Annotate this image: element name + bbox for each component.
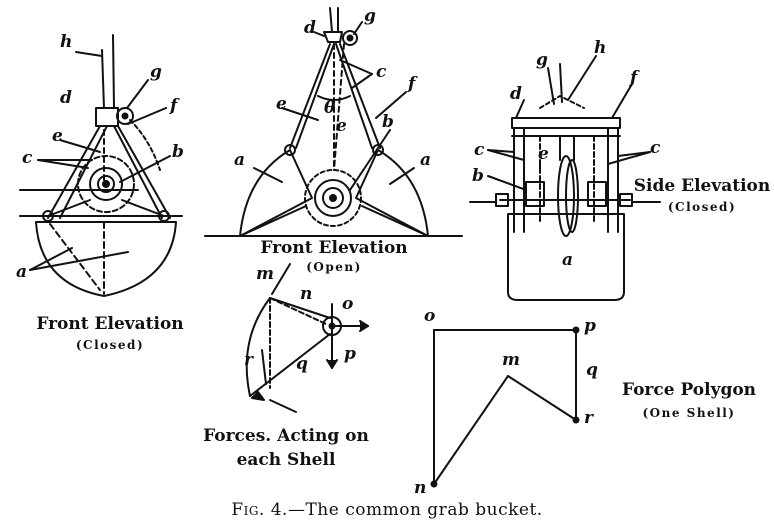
label-q: q	[296, 354, 308, 374]
label-a: a	[420, 150, 432, 170]
forces-title-line1: Forces. Acting on	[203, 426, 369, 446]
label-b: b	[472, 166, 484, 186]
front-open-title: Front Elevation	[260, 238, 408, 258]
label-d: d	[304, 18, 316, 38]
figure-number: Fig. 4.	[231, 500, 288, 520]
label-e: e	[52, 126, 63, 146]
label-c: c	[474, 140, 485, 160]
label-c: c	[650, 138, 661, 158]
figure-caption: Fig. 4.—The common grab bucket.	[0, 500, 774, 520]
label-d: d	[60, 88, 72, 108]
label-h: h	[594, 38, 607, 58]
polygon-subtitle: (One Shell)	[642, 406, 736, 420]
label-m: m	[502, 350, 520, 370]
label-b: b	[172, 142, 184, 162]
label-e: e	[276, 94, 287, 114]
label-c: c	[376, 62, 387, 82]
side-closed-subtitle: (Closed)	[667, 200, 737, 214]
label-e: e	[336, 116, 347, 136]
label-p: p	[344, 344, 356, 364]
label-h: h	[60, 32, 73, 52]
label-o: o	[424, 306, 436, 326]
side-closed-drawing	[469, 55, 661, 301]
front-open-subtitle: (Open)	[306, 260, 362, 274]
forces-title-line2: each Shell	[236, 450, 336, 470]
forces-drawing	[245, 263, 369, 413]
front-closed-drawing	[19, 34, 183, 297]
figure-caption-text: —The common grab bucket.	[287, 500, 543, 520]
force-polygon-drawing	[430, 326, 580, 488]
label-a: a	[562, 250, 574, 270]
label-r: r	[584, 408, 593, 428]
label-g: g	[150, 62, 162, 82]
label-e: e	[538, 144, 549, 164]
front-open-drawing	[204, 7, 463, 237]
label-c: c	[22, 148, 33, 168]
label-f: f	[630, 68, 638, 88]
front-closed-subtitle: (Closed)	[75, 338, 145, 352]
side-closed-title: Side Elevation	[633, 176, 771, 196]
label-n: n	[300, 284, 313, 304]
label-g: g	[536, 50, 548, 70]
label-g: g	[364, 6, 376, 26]
label-b: b	[382, 112, 394, 132]
polygon-title: Force Polygon	[621, 380, 757, 400]
label-o: o	[342, 294, 354, 314]
front-closed-title: Front Elevation	[36, 314, 184, 334]
label-a: a	[234, 150, 246, 170]
label-m: m	[256, 264, 274, 284]
label-f: f	[408, 74, 416, 94]
label-n: n	[414, 478, 427, 498]
label-d: d	[510, 84, 522, 104]
label-q: q	[586, 360, 598, 380]
label-r: r	[244, 350, 253, 370]
label-f: f	[170, 96, 178, 116]
label-theta: θ	[324, 98, 336, 118]
label-p: p	[584, 316, 596, 336]
label-a: a	[16, 262, 28, 282]
